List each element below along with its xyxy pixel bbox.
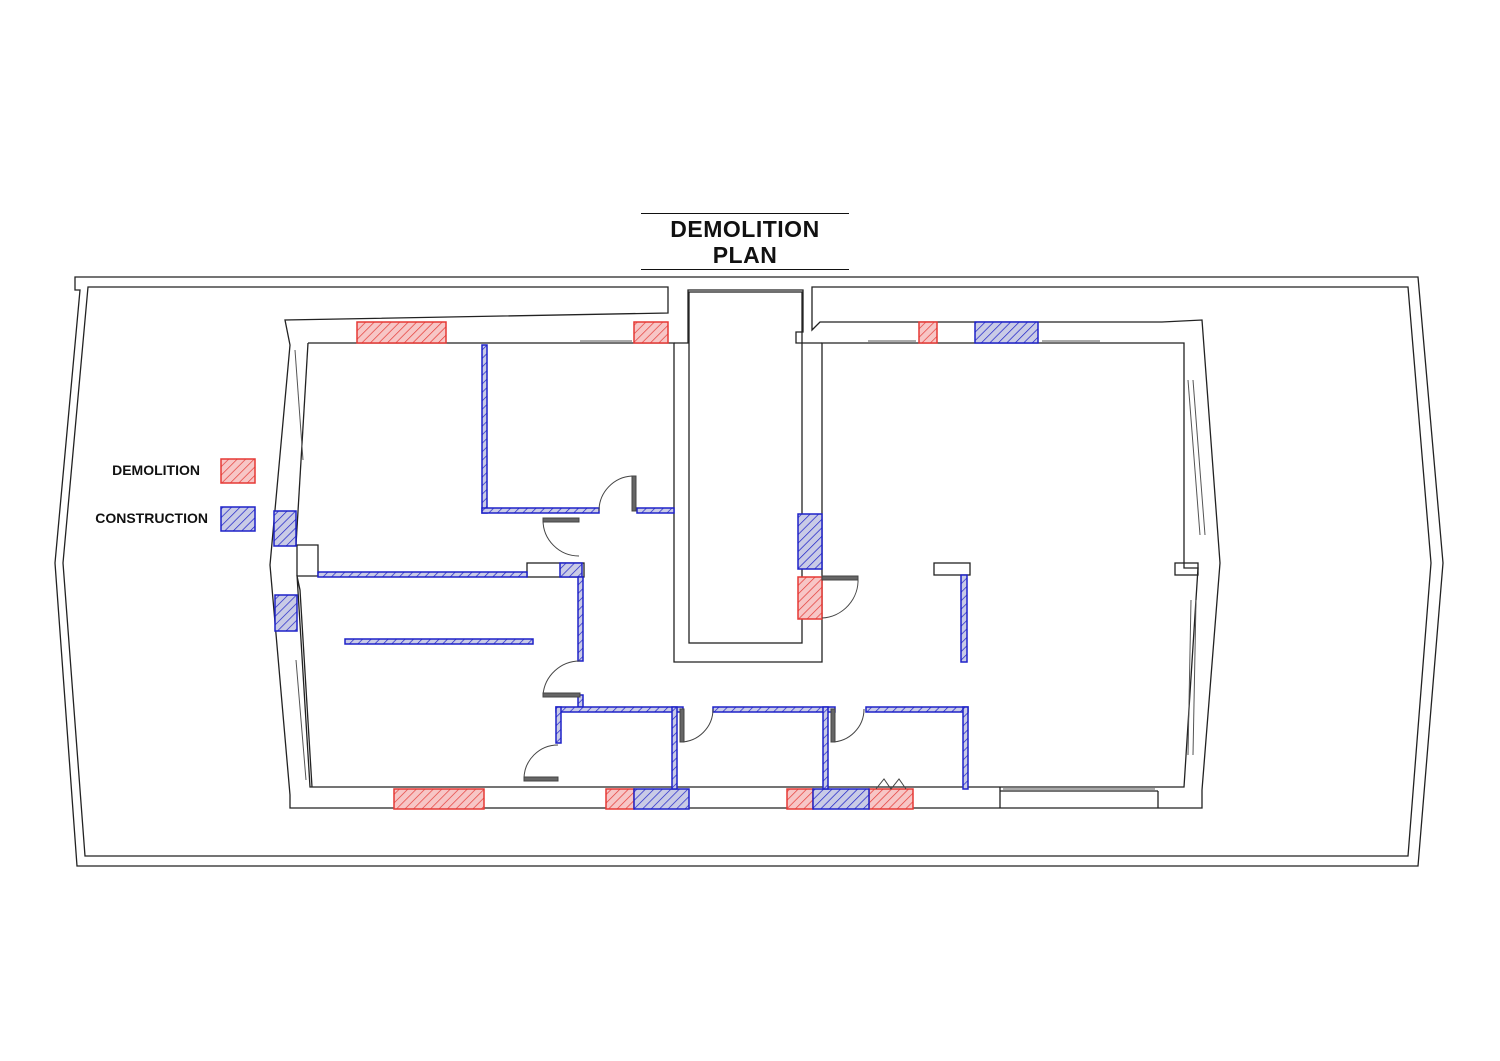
- door-leaf: [542, 692, 581, 698]
- new-partition-wall: [559, 562, 583, 578]
- new-partition-wall: [481, 507, 600, 514]
- construction-area: [274, 594, 298, 632]
- legend-demolition-swatch: [220, 458, 256, 484]
- construction-area: [633, 788, 690, 810]
- new-partition-wall: [555, 706, 562, 744]
- construction-area: [974, 321, 1039, 344]
- doors: [523, 475, 907, 790]
- door-swing: [875, 778, 907, 790]
- new-partition-wall: [960, 574, 968, 663]
- legend-demolition-label: DEMOLITION: [112, 462, 200, 478]
- new-partition-wall: [712, 706, 836, 713]
- new-partition-wall: [317, 571, 528, 578]
- demolition-area: [918, 321, 938, 344]
- construction-areas: [273, 321, 1039, 810]
- plan-title: DEMOLITION PLAN: [641, 213, 849, 270]
- new-partition-wall: [577, 576, 584, 662]
- door-swing: [542, 519, 580, 557]
- demolition-area: [868, 788, 914, 810]
- door-swing: [830, 708, 865, 743]
- door-leaf: [679, 708, 685, 743]
- door-leaf: [631, 475, 637, 512]
- door-leaf: [542, 517, 580, 523]
- door-swing: [679, 708, 714, 743]
- new-partition-wall: [822, 706, 829, 790]
- construction-area: [797, 513, 823, 570]
- site-boundary: [54, 276, 1444, 867]
- new-partition-wall: [636, 507, 675, 514]
- windows: [294, 340, 1206, 790]
- demolition-area: [786, 788, 814, 810]
- new-partition-wall: [344, 638, 534, 645]
- new-partition-wall: [555, 706, 684, 713]
- demolition-area: [797, 576, 823, 620]
- demolition-area: [633, 321, 669, 344]
- new-partition-wall: [962, 706, 969, 790]
- new-partition-wall: [865, 706, 969, 713]
- legend-construction-label: CONSTRUCTION: [95, 510, 208, 526]
- demolition-area: [605, 788, 635, 810]
- building-walls: [295, 289, 1199, 808]
- door-swing: [821, 577, 859, 619]
- demolition-area: [356, 321, 447, 344]
- door-leaf: [821, 575, 859, 581]
- door-leaf: [523, 776, 559, 782]
- door-swing: [523, 744, 559, 780]
- new-partition-wall: [481, 344, 488, 514]
- door-leaf: [830, 708, 836, 743]
- demolition-areas: [356, 321, 938, 810]
- new-partition-wall: [671, 706, 678, 790]
- construction-area: [812, 788, 870, 810]
- door-swing: [598, 475, 633, 512]
- construction-area: [273, 510, 297, 547]
- legend-construction-swatch: [220, 506, 256, 532]
- door-swing: [542, 660, 581, 696]
- demolition-area: [393, 788, 485, 810]
